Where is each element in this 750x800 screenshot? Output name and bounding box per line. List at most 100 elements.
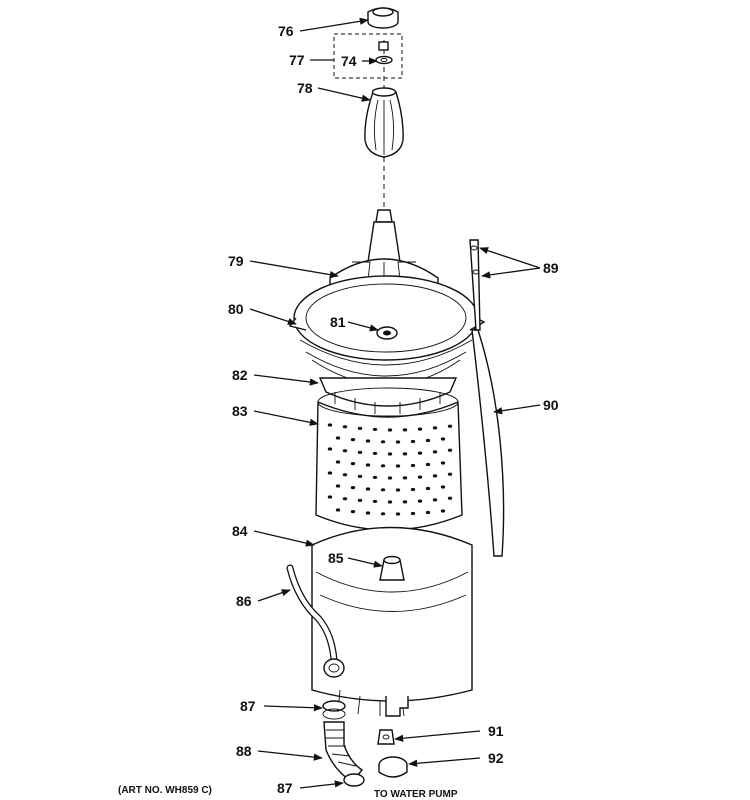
- leader-lines: [249, 17, 541, 789]
- callout-92: 92: [488, 750, 504, 766]
- basket-perforations: [327, 423, 453, 516]
- part-86-hose: [286, 564, 338, 664]
- basket-hole: [350, 510, 356, 514]
- basket-hole: [440, 461, 446, 465]
- callout-84: 84: [232, 523, 248, 539]
- basket-hole: [410, 463, 416, 468]
- to-water-pump-note: TO WATER PUMP: [374, 789, 458, 800]
- basket-hole: [387, 476, 393, 480]
- part-92-drain-cap: [378, 756, 408, 778]
- basket-hole: [395, 488, 401, 492]
- basket-hole: [387, 500, 393, 504]
- callout-87-upper: 87: [240, 698, 256, 714]
- basket-hole: [447, 424, 453, 428]
- basket-hole: [447, 496, 453, 500]
- basket-hole: [402, 428, 408, 432]
- basket-hole: [380, 440, 386, 444]
- basket-hole: [372, 427, 378, 432]
- part-81-hub-nut: [376, 326, 398, 340]
- basket-hole: [327, 447, 333, 451]
- callout-78: 78: [297, 80, 313, 96]
- basket-hole: [432, 426, 438, 430]
- basket-hole: [447, 448, 453, 452]
- basket-hole: [410, 487, 416, 492]
- basket-hole: [335, 484, 341, 488]
- basket-hole: [372, 499, 378, 504]
- basket-hole: [357, 426, 363, 430]
- basket-hole: [417, 499, 423, 503]
- basket-hole: [395, 464, 401, 468]
- basket-hole: [357, 498, 363, 502]
- basket-hole: [440, 437, 446, 441]
- part-87-clamp-lower: [343, 773, 365, 787]
- basket-hole: [417, 451, 423, 455]
- basket-hole: [365, 463, 371, 467]
- callout-80: 80: [228, 301, 244, 317]
- part-87-clamp-upper: [322, 700, 346, 720]
- basket-hole: [395, 440, 401, 444]
- callout-77: 77: [289, 52, 305, 68]
- part-91-fitting: [377, 729, 395, 745]
- callout-87-lower: 87: [277, 780, 293, 796]
- basket-hole: [387, 428, 393, 432]
- basket-hole: [395, 512, 401, 516]
- basket-hole: [425, 438, 431, 443]
- basket-hole: [335, 436, 341, 440]
- tub-outlet-port: [323, 658, 345, 678]
- basket-hole: [402, 500, 408, 504]
- basket-hole: [365, 439, 371, 443]
- callout-85: 85: [328, 550, 344, 566]
- callout-91: 91: [488, 723, 504, 739]
- basket-hole: [380, 464, 386, 468]
- basket-hole: [432, 450, 438, 454]
- basket-hole: [372, 475, 378, 480]
- callout-89: 89: [543, 260, 559, 276]
- part-88-elbow-hose: [323, 721, 364, 783]
- basket-hole: [327, 471, 333, 475]
- part-85-center-fitting: [379, 555, 405, 581]
- callout-82: 82: [232, 367, 248, 383]
- part-74-bolt-washer: [375, 41, 393, 65]
- basket-hole: [327, 423, 333, 427]
- basket-hole: [372, 451, 378, 456]
- part-84-outer-tub: [311, 526, 473, 717]
- basket-hole: [410, 439, 416, 444]
- basket-hole: [350, 438, 356, 442]
- basket-hole: [440, 485, 446, 489]
- basket-hole: [425, 486, 431, 491]
- callout-86: 86: [236, 593, 252, 609]
- basket-hole: [365, 511, 371, 515]
- basket-hole: [447, 472, 453, 476]
- basket-hole: [350, 462, 356, 466]
- basket-hole: [342, 473, 348, 477]
- art-number-note: (ART NO. WH859 C): [118, 785, 212, 796]
- basket-hole: [425, 510, 431, 515]
- callout-76: 76: [278, 23, 294, 39]
- callout-81: 81: [330, 314, 346, 330]
- basket-hole: [432, 498, 438, 502]
- part-83-spin-basket: [315, 387, 463, 531]
- callout-79: 79: [228, 253, 244, 269]
- callout-88: 88: [236, 743, 252, 759]
- basket-hole: [425, 462, 431, 467]
- basket-hole: [357, 450, 363, 454]
- basket-hole: [335, 460, 341, 464]
- basket-hole: [327, 495, 333, 499]
- basket-hole: [342, 425, 348, 429]
- basket-hole: [410, 511, 416, 516]
- part-82-basket-top: [311, 359, 461, 414]
- callout-74: 74: [341, 53, 357, 69]
- basket-hole: [417, 427, 423, 431]
- basket-hole: [387, 452, 393, 456]
- basket-hole: [380, 512, 386, 516]
- part-80-tub-ring: [288, 275, 486, 377]
- callout-90: 90: [543, 397, 559, 413]
- part-89-90-side-bracket: [469, 239, 505, 557]
- basket-hole: [365, 487, 371, 491]
- part-78-agitator-sleeve: [364, 87, 404, 158]
- basket-hole: [417, 475, 423, 479]
- basket-hole: [342, 497, 348, 501]
- basket-hole: [402, 452, 408, 456]
- basket-hole: [402, 476, 408, 480]
